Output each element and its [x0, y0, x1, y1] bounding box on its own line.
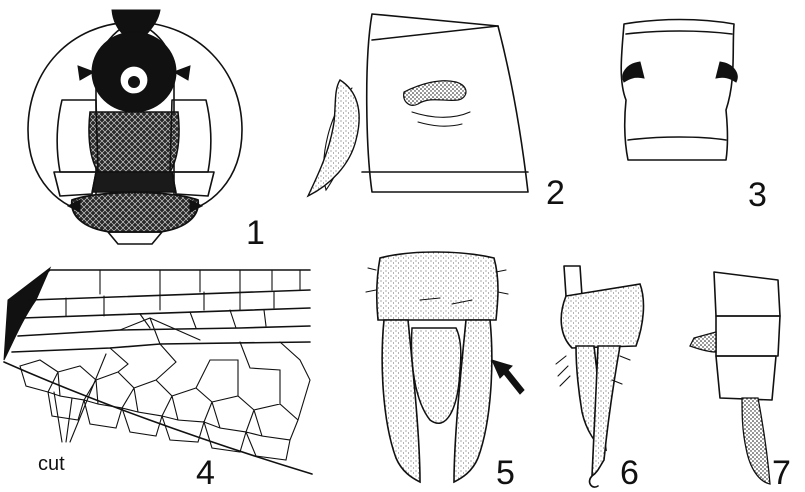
crossveins-costal	[100, 270, 300, 294]
hamule-hatching	[412, 112, 470, 126]
figure-4-number: 4	[196, 454, 215, 492]
segment-3-posterior-carina	[628, 137, 726, 140]
segment-9-outline	[564, 266, 582, 296]
labium	[108, 232, 162, 244]
figure-3-number: 3	[748, 176, 767, 214]
segment-3-anterior-carina	[626, 31, 732, 34]
ovipositor	[742, 398, 770, 484]
lower-plate-right	[172, 172, 214, 196]
segment-8	[714, 272, 780, 316]
cut-label: cut	[38, 453, 65, 475]
arrow-right	[174, 66, 190, 80]
genital-lobe	[308, 80, 359, 196]
cut-pointer-lines	[54, 354, 106, 442]
anteclypeus	[92, 172, 176, 192]
figure-2-segment-lateral: 2	[308, 14, 565, 212]
subcosta	[30, 290, 310, 300]
labrum	[72, 193, 198, 233]
figure-6-appendages-lateral: 6	[556, 266, 643, 492]
figure-1-number: 1	[246, 214, 265, 252]
triangle-arc	[120, 318, 200, 344]
epiproct	[412, 328, 461, 423]
hook-right	[716, 62, 737, 82]
figure-5-number: 5	[496, 454, 515, 492]
ocellus-center	[128, 76, 140, 88]
arrow-pointer	[492, 360, 524, 394]
media	[18, 326, 310, 336]
radius	[22, 308, 310, 318]
segment-10-lateral	[561, 284, 643, 348]
postclypeus	[89, 112, 179, 172]
hamule-mark	[404, 81, 466, 106]
figure-3-segment-dorsal: 3	[621, 20, 767, 215]
segment-9	[716, 316, 780, 356]
figure-5-appendages-ventral: 5	[366, 252, 524, 492]
figure-7-number: 7	[772, 454, 791, 492]
cubitus	[12, 342, 310, 352]
arrow-left	[78, 66, 94, 80]
figure-1-head-frontal: 1	[28, 10, 265, 252]
wing-base-dark	[4, 268, 50, 360]
segment-10-female	[716, 356, 776, 400]
segment-outline	[367, 14, 528, 192]
segment-carina-upper	[372, 26, 498, 40]
lower-plate-left	[54, 172, 96, 196]
segment-10-plate	[377, 252, 498, 320]
figure-7-female-apex: 7	[690, 272, 791, 492]
hook-left	[623, 62, 644, 82]
vulvar-scale	[690, 332, 716, 352]
figure-4-wing-base: cut 4	[4, 268, 312, 492]
wing-cells	[20, 342, 310, 460]
figure-2-number: 2	[546, 174, 565, 212]
epiproct-hook	[590, 476, 598, 487]
figure-6-number: 6	[620, 454, 639, 492]
